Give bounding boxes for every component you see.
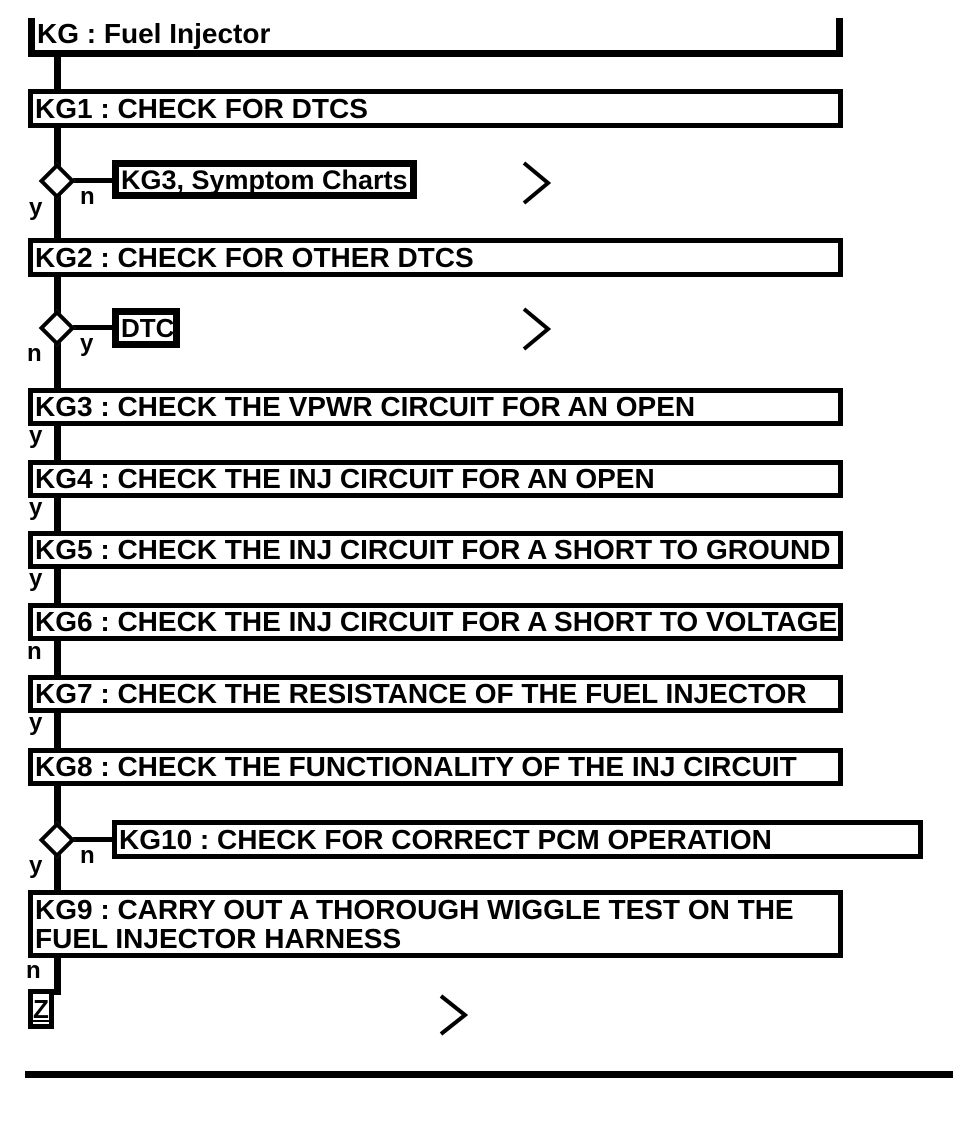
step-box-kg6: KG6 : CHECK THE INJ CIRCUIT FOR A SHORT … [28, 603, 843, 641]
branch-label-kg3-down: y [29, 422, 43, 449]
step-box-kg4: KG4 : CHECK THE INJ CIRCUIT FOR AN OPEN [28, 460, 843, 498]
branch-label-kg8-no: n [80, 842, 95, 869]
step-label: KG4 : CHECK THE INJ CIRCUIT FOR AN OPEN [35, 463, 655, 494]
decision-diamond-kg2 [38, 309, 76, 347]
step-label: KG10 : CHECK FOR CORRECT PCM OPERATION [119, 823, 772, 855]
terminal-label: Z [33, 993, 49, 1024]
step-box-kg2: KG2 : CHECK FOR OTHER DTCS [28, 238, 843, 277]
chart-title: KG : Fuel Injector [37, 18, 271, 49]
next-page-chevron-icon [438, 993, 468, 1037]
branch-label-kg7-down: y [29, 709, 43, 736]
ref-box-symptom-charts: KG3, Symptom Charts [112, 160, 417, 199]
continue-chevron-icon [521, 160, 551, 206]
step-box-kg3: KG3 : CHECK THE VPWR CIRCUIT FOR AN OPEN [28, 388, 843, 426]
step-label-line1: KG9 : CARRY OUT A THOROUGH WIGGLE TEST O… [35, 894, 794, 925]
branch-connector-kg8 [73, 837, 115, 842]
ref-box-dtc: DTC [112, 308, 180, 348]
step-label: KG8 : CHECK THE FUNCTIONALITY OF THE INJ… [35, 751, 797, 782]
branch-label-kg2-yes: y [80, 330, 94, 357]
continue-chevron-icon [521, 306, 551, 352]
branch-label-kg5-down: y [29, 565, 43, 592]
branch-label-kg6-down: n [27, 638, 42, 665]
step-box-kg1: KG1 : CHECK FOR DTCS [28, 89, 843, 128]
step-box-kg9: KG9 : CARRY OUT A THOROUGH WIGGLE TEST O… [28, 890, 843, 958]
step-label: KG6 : CHECK THE INJ CIRCUIT FOR A SHORT … [35, 606, 838, 637]
step-label: KG1 : CHECK FOR DTCS [35, 92, 368, 124]
chart-title-block: KG : Fuel Injector [28, 18, 843, 57]
branch-label-kg1-no: n [80, 183, 95, 210]
branch-label-kg2-no: n [27, 340, 42, 367]
terminal-box-z: Z [28, 989, 54, 1029]
branch-label-kg9-down: n [26, 957, 41, 984]
decision-diamond-kg1 [38, 162, 76, 200]
ref-label: KG3, Symptom Charts [121, 164, 408, 195]
decision-diamond-kg8 [38, 821, 76, 859]
step-box-kg10: KG10 : CHECK FOR CORRECT PCM OPERATION [112, 820, 923, 859]
ref-label: DTC [121, 313, 175, 343]
step-label-line2: FUEL INJECTOR HARNESS [35, 923, 402, 954]
branch-label-kg4-down: y [29, 494, 43, 521]
step-box-kg8: KG8 : CHECK THE FUNCTIONALITY OF THE INJ… [28, 748, 843, 786]
branch-connector-kg1 [73, 178, 115, 183]
step-label: KG2 : CHECK FOR OTHER DTCS [35, 241, 474, 273]
step-label: KG3 : CHECK THE VPWR CIRCUIT FOR AN OPEN [35, 391, 696, 422]
step-box-kg7: KG7 : CHECK THE RESISTANCE OF THE FUEL I… [28, 675, 843, 713]
flow-main-line [54, 52, 61, 995]
step-label: KG7 : CHECK THE RESISTANCE OF THE FUEL I… [35, 678, 807, 709]
branch-label-kg1-yes: y [29, 194, 43, 221]
branch-connector-kg2 [73, 325, 115, 330]
step-label: KG5 : CHECK THE INJ CIRCUIT FOR A SHORT … [35, 534, 831, 565]
branch-label-kg8-yes: y [29, 852, 43, 879]
step-box-kg5: KG5 : CHECK THE INJ CIRCUIT FOR A SHORT … [28, 531, 843, 569]
page-divider-rule [25, 1071, 953, 1078]
